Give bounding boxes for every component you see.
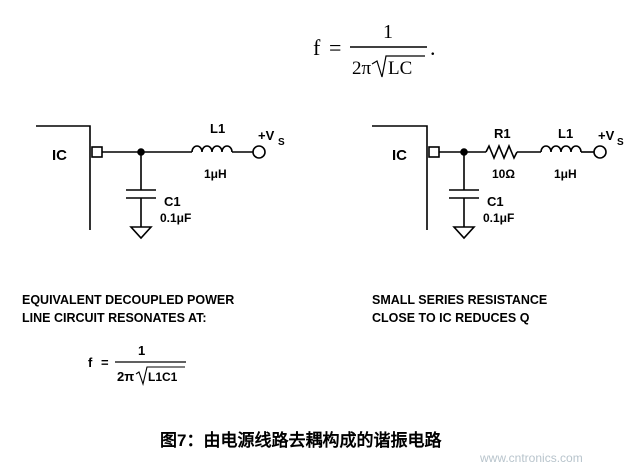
left-inductor-value: 1μH [204,167,227,181]
left-cap-name: C1 [164,194,181,209]
right-caption-line2: CLOSE TO IC REDUCES Q [372,311,530,325]
right-circuit [372,125,607,240]
bottom-formula-f: f [88,355,93,370]
formula-equals: = [329,35,341,60]
right-caption-line1: SMALL SERIES RESISTANCE [372,293,547,307]
bottom-formula-sqrt-sign [135,366,185,387]
right-inductor-name: L1 [558,126,573,141]
right-resistor-symbol [485,143,518,161]
right-resistor-value: 10Ω [492,167,515,181]
right-inductor-symbol [540,145,582,153]
left-ic-pin [91,146,103,158]
formula-sqrt-sign [371,55,425,78]
left-supply-terminal [252,145,266,159]
bottom-formula-two-pi: 2π [117,369,134,384]
left-inductor-name: L1 [210,121,225,136]
right-ic-pin [428,146,440,158]
left-supply-label: +V [258,128,275,143]
formula-two-pi: 2π [352,58,372,79]
left-ic-outline [36,125,91,230]
formula-radicand: LC [388,58,412,79]
bottom-resonance-formula: f = 1 2π L1C1 [88,343,186,387]
right-supply-terminal [593,145,607,159]
left-inductor-symbol [191,145,233,153]
watermark-text: www.cntronics.com [479,451,583,465]
right-supply-subscript: S [617,137,624,148]
right-ic-outline [372,125,428,230]
right-inductor-value: 1μH [554,167,577,181]
bottom-formula-radicand: L1C1 [148,370,178,384]
right-ground-symbol [452,226,476,240]
right-supply-label: +V [598,128,615,143]
right-resistor-name: R1 [494,126,511,141]
bottom-formula-equals: = [101,355,109,370]
left-caption-line1: EQUIVALENT DECOUPLED POWER [22,293,234,307]
formula-period: . [430,35,436,60]
top-resonance-formula: f = 1 2π LC . [313,21,436,79]
formula-f: f [313,35,321,60]
left-supply-subscript: S [278,137,285,148]
left-circuit [36,125,266,240]
left-caption-line2: LINE CIRCUIT RESONATES AT: [22,311,207,325]
bottom-formula-numerator: 1 [138,343,145,358]
left-ground-symbol [129,226,153,240]
formula-numerator: 1 [383,21,393,43]
left-cap-value: 0.1μF [160,211,191,225]
figure-caption: 图7：由电源线路去耦构成的谐振电路 [160,430,442,450]
right-cap-name: C1 [487,194,504,209]
right-ic-label: IC [392,147,407,164]
left-ic-label: IC [52,147,67,164]
right-cap-value: 0.1μF [483,211,514,225]
